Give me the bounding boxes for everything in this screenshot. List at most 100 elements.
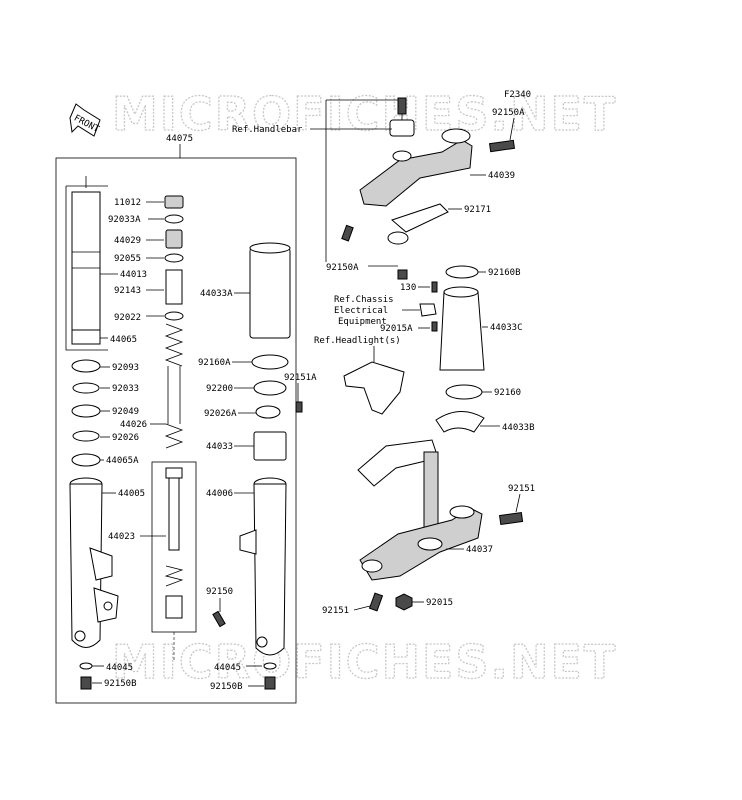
ref-chassis-line1: Ref.Chassis <box>334 295 394 305</box>
label-92143: 92143 <box>114 286 141 296</box>
label-92150B-mid: 92150B <box>210 682 243 692</box>
bolt-130 <box>431 281 438 293</box>
label-92150A-top: 92150A <box>492 108 525 118</box>
headlight-bracket <box>343 361 405 415</box>
bracket-44033 <box>253 431 287 461</box>
outer-tube-44005 <box>69 477 119 648</box>
tube-44033A <box>249 247 291 339</box>
outer-tube-44006 <box>239 477 287 656</box>
label-92026A: 92026A <box>204 409 237 419</box>
bolt-92151-bot <box>368 592 384 612</box>
label-92151A: 92151A <box>284 373 317 383</box>
label-11012: 11012 <box>114 198 141 208</box>
label-44006: 44006 <box>206 489 233 499</box>
label-130: 130 <box>400 283 416 293</box>
bolt-92150A-top <box>488 139 516 153</box>
top-bracket-44039 <box>359 139 473 207</box>
label-44065A: 44065A <box>106 456 139 466</box>
steering-assembly: 92150A 44039 Ref.Handlebar 92171 92150A … <box>232 97 535 616</box>
bolt-92150B-mid <box>264 676 276 690</box>
label-92026: 92026 <box>112 433 139 443</box>
label-92033: 92033 <box>112 384 139 394</box>
cap-11012 <box>164 195 184 209</box>
bolt-top <box>397 97 407 115</box>
cylinder-head <box>165 467 183 479</box>
bolt-92150B-left <box>80 676 92 690</box>
ring-92200 <box>253 380 287 396</box>
ref-handlebar: Ref.Handlebar <box>232 125 303 135</box>
label-92049: 92049 <box>112 407 139 417</box>
chassis-bracket <box>419 303 437 317</box>
spacer-92143 <box>165 269 183 305</box>
label-92033A: 92033A <box>108 215 141 225</box>
ref-chassis-line3: Equipment <box>338 317 387 327</box>
washer-92022 <box>164 311 184 321</box>
screw-92151A <box>295 401 303 413</box>
front-arrow-icon: FRONT <box>69 103 101 137</box>
cover-44033C <box>439 291 485 371</box>
clamp-92026A <box>255 405 281 419</box>
bushing-44065A <box>71 453 101 467</box>
label-92171: 92171 <box>464 205 491 215</box>
label-92151-top: 92151 <box>508 484 535 494</box>
label-44013: 44013 <box>120 270 147 280</box>
label-44033C: 44033C <box>490 323 523 333</box>
left-fork-assembly: 44075 <box>55 134 317 704</box>
label-92150A-bot: 92150A <box>326 263 359 273</box>
ring-92160A <box>251 354 289 370</box>
bushing-44065 <box>71 329 101 345</box>
label-44033: 44033 <box>206 442 233 452</box>
label-92160: 92160 <box>494 388 521 398</box>
bolt-92150 <box>212 610 226 628</box>
fork-tube <box>71 176 101 331</box>
bolt-44029 <box>165 229 183 249</box>
figure-code: F2340 <box>504 90 531 100</box>
clip-92033 <box>72 382 100 394</box>
label-44033A: 44033A <box>200 289 233 299</box>
ref-headlight: Ref.Headlight(s) <box>314 336 401 346</box>
label-44037: 44037 <box>466 545 493 555</box>
label-92093: 92093 <box>112 363 139 373</box>
oring-92033A <box>164 214 184 224</box>
label-92150B-left: 92150B <box>104 679 137 689</box>
handlebar-clamp <box>389 119 415 137</box>
bolt-92151-top <box>498 511 524 526</box>
label-92015: 92015 <box>426 598 453 608</box>
label-44045-left: 44045 <box>106 663 133 673</box>
ref-chassis-line2: Electrical <box>334 306 388 316</box>
label-92022: 92022 <box>114 313 141 323</box>
label-92160A: 92160A <box>198 358 231 368</box>
label-92151-bot: 92151 <box>322 606 349 616</box>
damper-rod-44023 <box>168 477 180 551</box>
washer-44045-left <box>79 662 93 670</box>
bolt-92015A <box>431 321 438 332</box>
label-44005: 44005 <box>118 489 145 499</box>
ring-92160B <box>445 265 479 279</box>
label-44029: 44029 <box>114 236 141 246</box>
label-92015A: 92015A <box>380 324 413 334</box>
label-44026: 44026 <box>120 420 147 430</box>
label-92055: 92055 <box>114 254 141 264</box>
seal-92049 <box>71 404 101 418</box>
label-44033B: 44033B <box>502 423 535 433</box>
washer-44045-mid <box>263 662 277 670</box>
nut-small <box>397 269 408 280</box>
assembly-label: 44075 <box>166 134 193 144</box>
ring-92160 <box>445 384 483 400</box>
watermark-bottom: MICROFICHES.NET <box>112 635 617 689</box>
nut-92015 <box>395 593 413 611</box>
steering-stem <box>423 451 439 533</box>
label-92200: 92200 <box>206 384 233 394</box>
label-92150: 92150 <box>206 587 233 597</box>
piston-part <box>165 595 183 619</box>
clamp-92171 <box>391 203 449 233</box>
washer-92026 <box>72 430 100 442</box>
label-44065: 44065 <box>110 335 137 345</box>
shroud-44033B <box>435 411 485 433</box>
label-44039: 44039 <box>488 171 515 181</box>
label-44023: 44023 <box>108 532 135 542</box>
oring-92055 <box>164 253 184 263</box>
label-44045-mid: 44045 <box>214 663 241 673</box>
label-92160B: 92160B <box>488 268 521 278</box>
watermark-top: MICROFICHES.NET <box>112 87 617 141</box>
